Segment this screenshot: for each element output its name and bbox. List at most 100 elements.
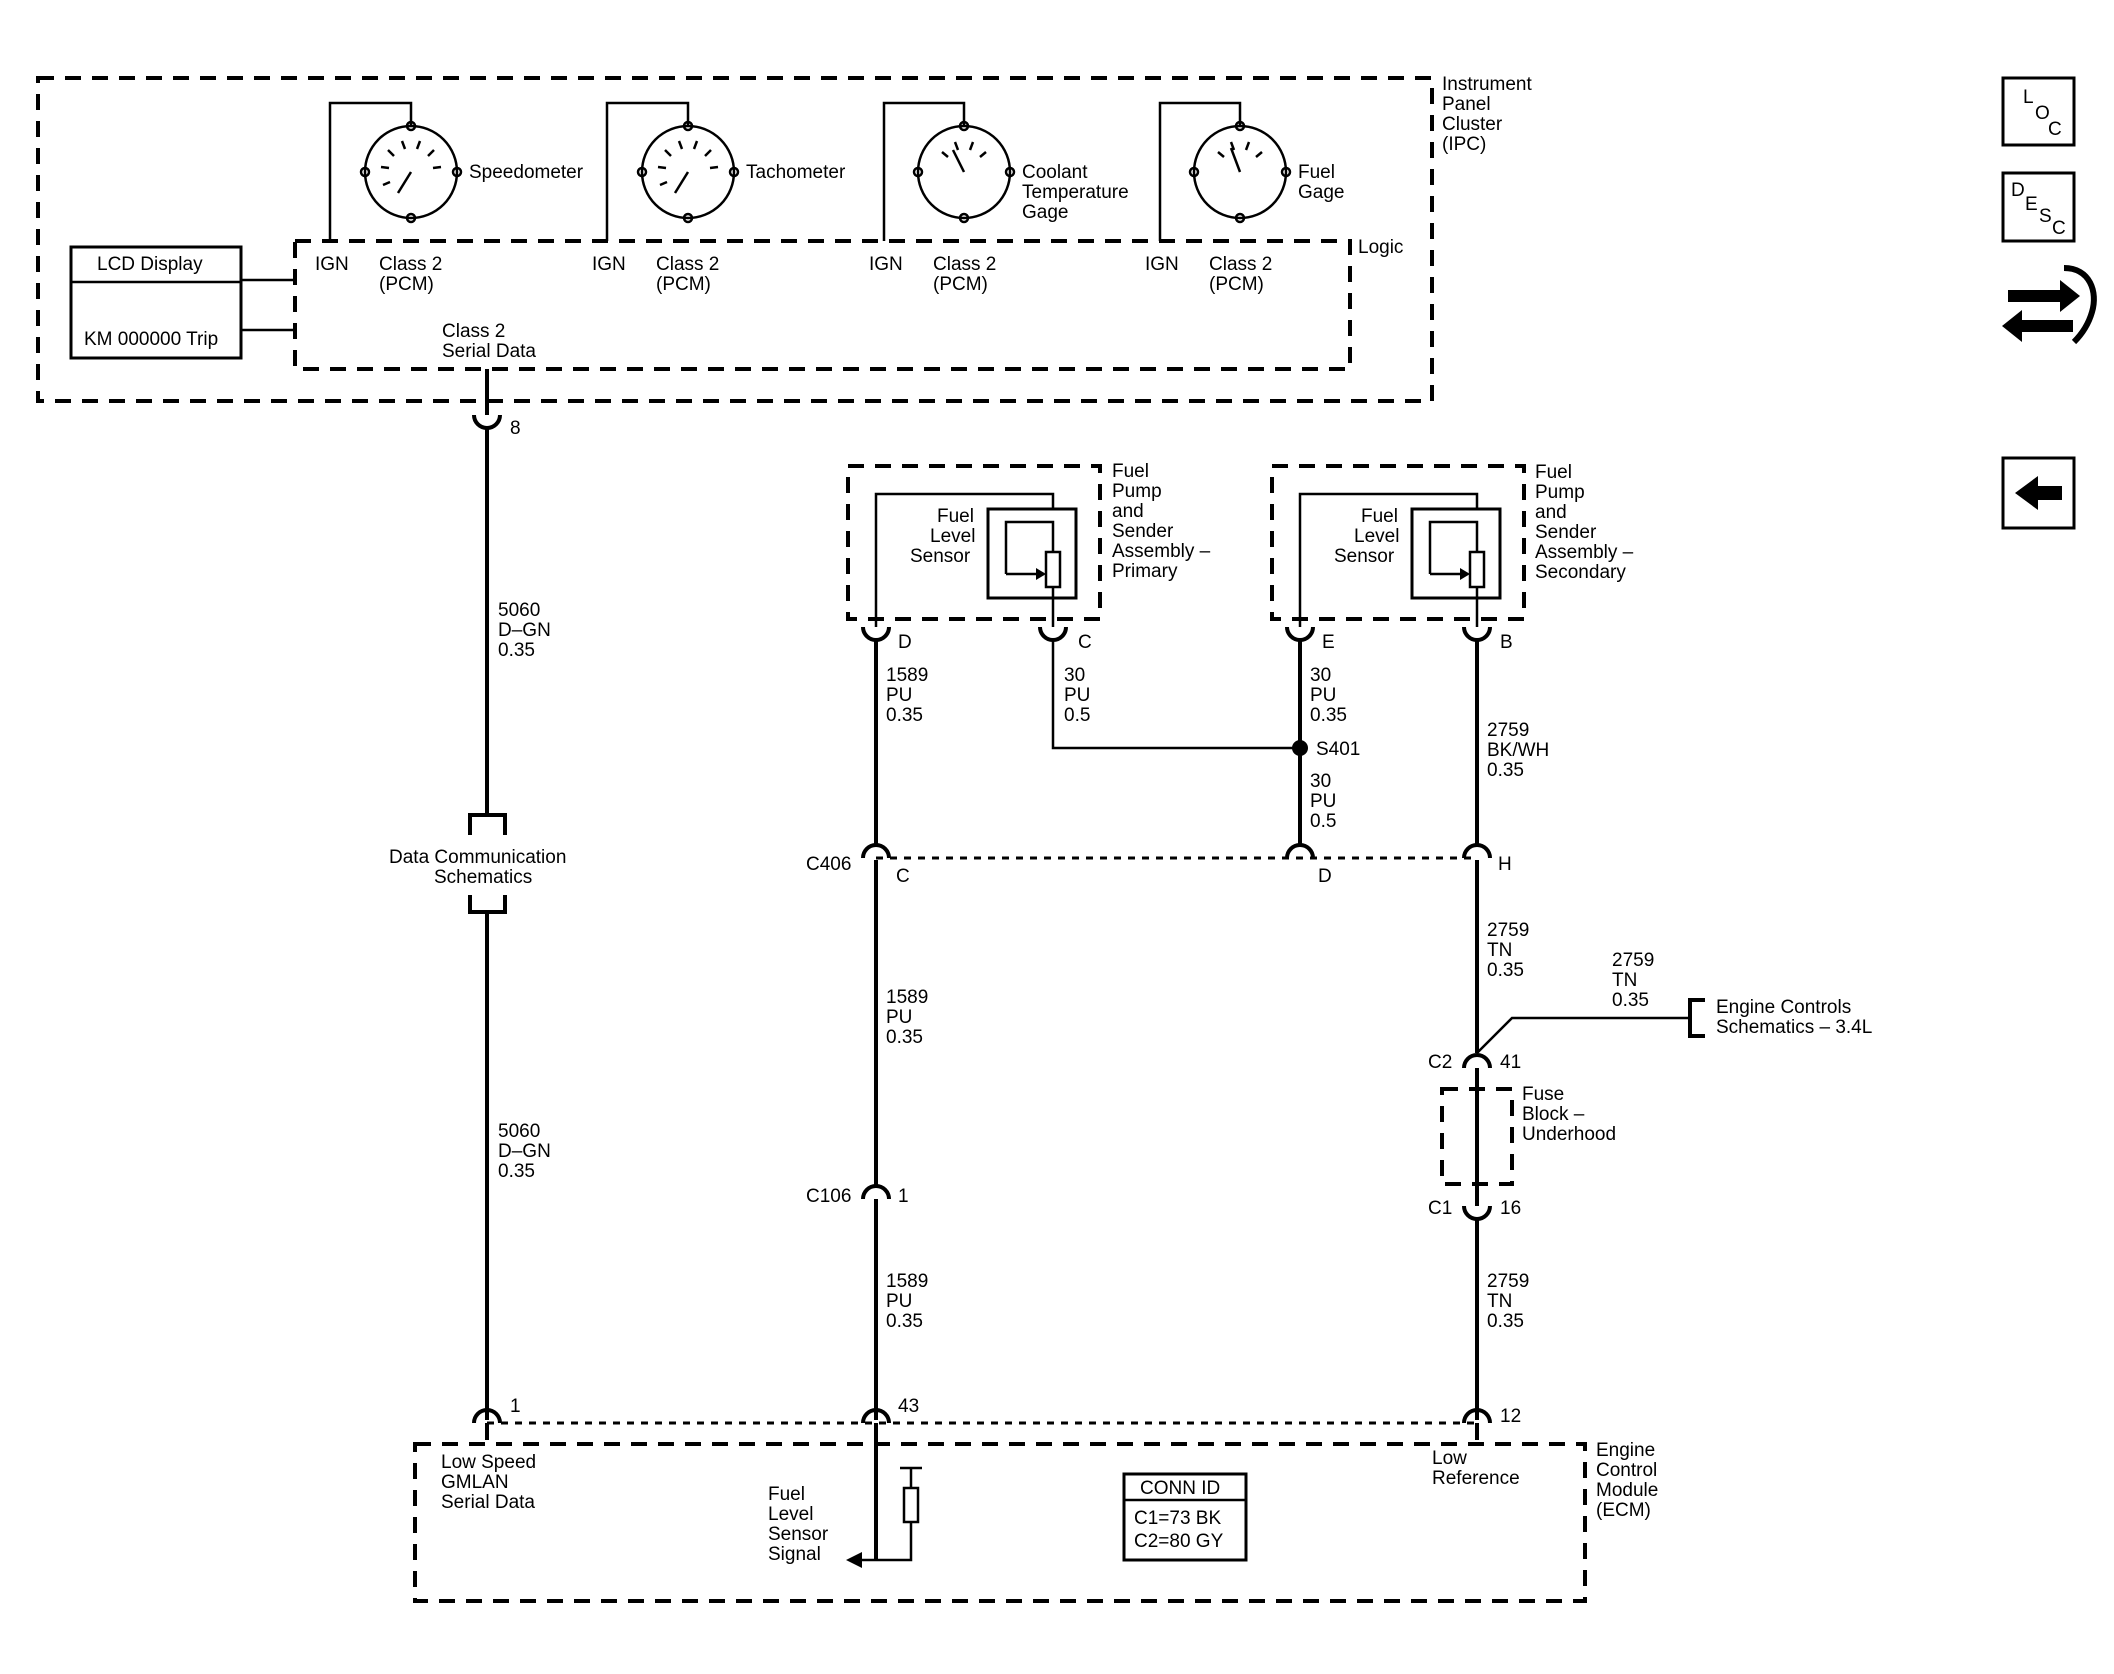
primary-pin-d-label: D [898,632,912,653]
ipc-pin-8: 8 [510,418,521,439]
tachometer-ign: IGN [592,254,626,275]
coolant-class: Class 2 (PCM) [933,254,1002,295]
primary-sensor-label: Fuel Level Sensor [910,506,981,567]
conn-id-line-1: C1=73 BK [1134,1508,1221,1529]
tachometer-class: Class 2 (PCM) [656,254,725,295]
svg-text:C: C [2052,218,2066,239]
ecm-pin-43: 43 [898,1396,919,1417]
primary-pin-c-label: C [1078,632,1092,653]
fuel-dial-icon [1217,141,1263,173]
back-button[interactable] [2001,456,2076,530]
c406-pin-c: C [896,866,910,887]
c106-pin: 1 [898,1186,909,1207]
wire-5060-upper-label: 5060 D–GN 0.35 [498,600,556,661]
wire-1589-c-label: 1589 PU 0.35 [886,1271,934,1332]
pullup-resistor-icon [902,1486,920,1524]
c406-pin-h: H [1498,854,1512,875]
coolant-ign: IGN [869,254,903,275]
ecm-low-speed-label: Low Speed GMLAN Serial Data [441,1452,541,1513]
gauge-coolant-temperature: Coolant Temperature Gage IGN Class 2 (PC… [869,101,1134,295]
svg-text:E: E [2025,194,2038,215]
speedometer-dial-icon [380,140,442,194]
wire-5060: 8 5060 D–GN 0.35 Data Communication Sche… [389,369,572,1420]
wire-5060-lower-label: 5060 D–GN 0.35 [498,1121,556,1182]
back-arrow-icon [2015,476,2062,510]
wire-30-a-label: 30 PU 0.5 [1064,665,1096,726]
fuel-gage-label: Fuel Gage [1298,162,1344,203]
wire-30-c-label: 30 PU 0.5 [1310,771,1342,832]
c406-pin-d: D [1318,866,1332,887]
secondary-pin-b-label: B [1500,632,1513,653]
desc-icon: D E S C [2011,180,2066,239]
fuel-gage-ign: IGN [1145,254,1179,275]
secondary-pin-e-label: E [1322,632,1335,653]
wire-30-primary: C 30 PU 0.5 [1038,619,1300,750]
primary-wiper-arrow-icon [1036,568,1046,580]
wire-2759-bkwh-label: 2759 BK/WH 0.35 [1487,720,1555,781]
coolant-dial-icon [941,141,987,173]
splice-s401-label: S401 [1316,739,1360,760]
data-comm-bracket-top [468,813,507,835]
gauge-tachometer: Tachometer IGN Class 2 (PCM) [592,101,846,295]
conn-id-box: CONN ID C1=73 BK C2=80 GY [1122,1472,1248,1562]
coolant-label: Coolant Temperature Gage [1022,162,1134,223]
fuse-c1-connector [1462,1205,1492,1221]
tachometer-label: Tachometer [746,162,846,183]
ecm-pin-43-connector [861,1408,891,1424]
ipc-title: Instrument Panel Cluster (IPC) [1442,74,1537,155]
wire-2759-tn-b-label: 2759 TN 0.35 [1612,950,1660,1011]
splice-s401 [1292,740,1308,756]
primary-pin-d [861,626,891,642]
wire-30-b-label: 30 PU 0.35 [1310,665,1347,726]
svg-text:L: L [2023,87,2034,108]
conn-id-title: CONN ID [1140,1478,1220,1499]
lcd-display: LCD Display KM 000000 Trip [69,245,295,360]
ecm-pin-1-connector [472,1408,502,1424]
engine-controls-bracket [1688,998,1705,1038]
connector-swap-button[interactable] [2002,265,2097,345]
signal-arrow-icon [846,1552,862,1568]
ecm-pin-12: 12 [1500,1406,1521,1427]
fuse-block-label: Fuse Block – Underhood [1522,1084,1616,1145]
svg-text:S: S [2039,206,2052,227]
c106-connector [861,1184,891,1200]
class2-serial-label: Class 2 Serial Data [442,321,536,362]
branch-engine-controls [1476,1016,1690,1054]
primary-title: Fuel Pump and Sender Assembly – Primary [1112,461,1215,582]
desc-button[interactable]: D E S C [2001,171,2076,243]
conn-id-line-2: C2=80 GY [1134,1531,1224,1552]
connector-c406: C406 C D H [806,843,1512,887]
logic-label: Logic [1358,237,1403,258]
wire-1589-b-label: 1589 PU 0.35 [886,987,934,1048]
secondary-pin-e [1285,626,1315,642]
engine-controls-label: Engine Controls Schematics – 3.4L [1716,997,1872,1038]
fuel-pump-primary: Fuel Level Sensor Fuel Pump and Sender A… [846,461,1215,621]
wire-2759-tn-a-label: 2759 TN 0.35 [1487,920,1535,981]
ecm-title: Engine Control Module (ECM) [1596,1440,1664,1521]
wire-2759-bkwh: B 2759 BK/WH 0.35 [1462,619,1555,845]
wire-30-secondary: E S401 30 PU 0.35 30 PU 0.5 [1285,619,1360,845]
loc-icon: L O C [2023,87,2062,140]
wire-1589-a-label: 1589 PU 0.35 [886,665,934,726]
c406-label: C406 [806,854,851,875]
secondary-sensor-label: Fuel Level Sensor [1334,506,1405,567]
gauge-speedometer: Speedometer IGN Class 2 (PCM) [315,101,584,295]
ecm-low-ref-label: Low Reference [1432,1448,1520,1489]
fuse-block-underhood [1440,1087,1514,1186]
wire-2759-tn-c-label: 2759 TN 0.35 [1487,1271,1535,1332]
c106-label: C106 [806,1186,851,1207]
fuel-gage-class: Class 2 (PCM) [1209,254,1278,295]
connector-swap-icon [2002,265,2097,345]
data-comm-bracket-bottom [468,895,507,914]
data-comm-label: Data Communication Schematics [389,847,572,888]
ecm-pin-12-connector [1462,1408,1492,1424]
speedometer-ign: IGN [315,254,349,275]
instrument-panel-cluster: Instrument Panel Cluster (IPC) Logic Cla… [36,74,1537,403]
wire-1589-lower: 1589 PU 0.35 C106 1 1589 PU 0.35 [806,860,934,1420]
engine-control-module: 1 43 12 Engine Control Module (ECM) Low … [413,1396,1664,1603]
tachometer-dial-icon [657,140,719,194]
secondary-wiper-arrow-icon [1460,568,1470,580]
loc-button[interactable]: L O C [2001,76,2076,147]
